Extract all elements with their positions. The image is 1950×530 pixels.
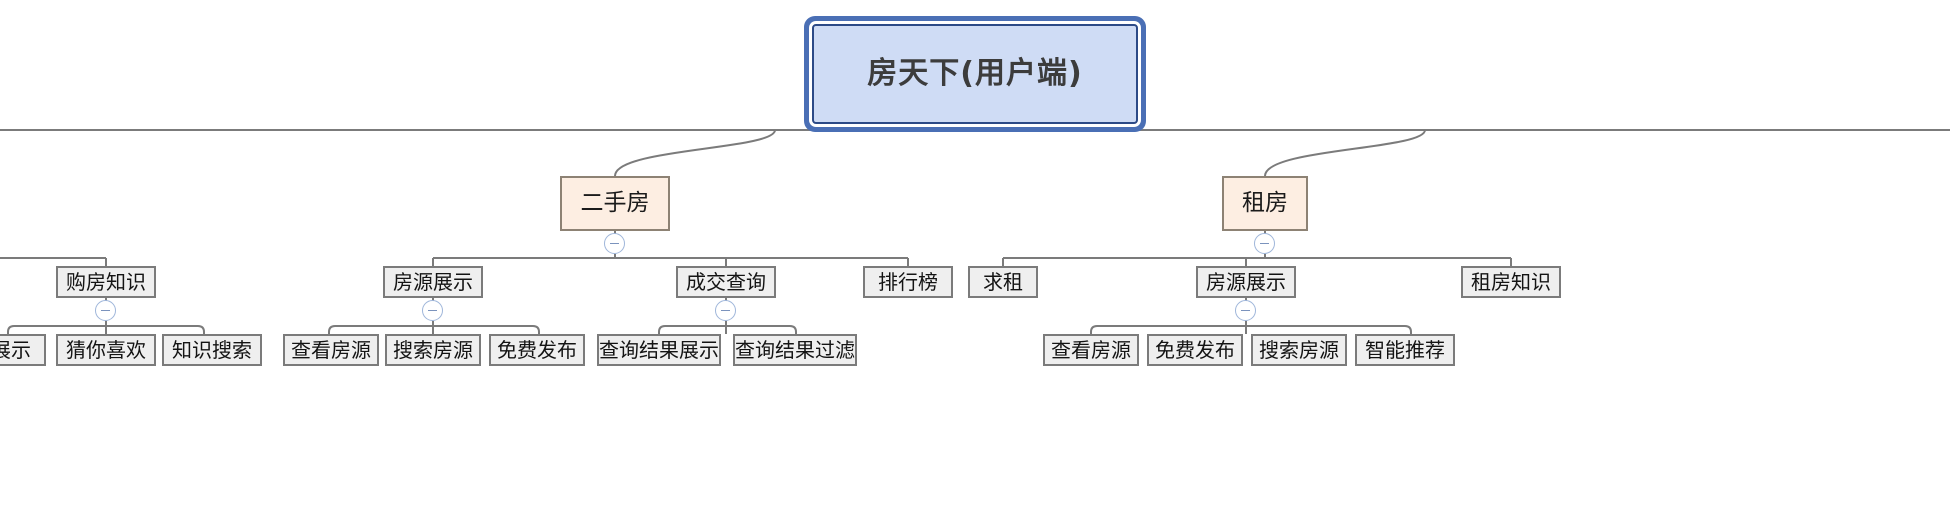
node-sousuofangyuan-zu[interactable]: 搜索房源 [1251,334,1347,366]
node-chengjiaochaxun[interactable]: 成交查询 [676,266,776,298]
node-chakanfangyuan-zu[interactable]: 查看房源 [1043,334,1139,366]
node-chaxunjieguozhanshi[interactable]: 查询结果展示 [597,334,721,366]
node-chakanfangyuan-ershou[interactable]: 查看房源 [283,334,379,366]
node-mianfeifabu-ershou[interactable]: 免费发布 [489,334,585,366]
node-fangyuanzhanshi-ershou[interactable]: 房源展示 [383,266,483,298]
node-chaxunjieguoguolv[interactable]: 查询结果过滤 [733,334,857,366]
node-zhinengtuijian[interactable]: 智能推荐 [1355,334,1455,366]
collapse-minus-icon-chengjiaochaxun[interactable] [715,300,736,321]
root-node[interactable]: 房天下(用户端) [812,24,1138,124]
collapse-minus-icon-fangyuanzhanshi-ershou[interactable] [422,300,443,321]
node-qiuzu[interactable]: 求租 [968,266,1038,298]
collapse-minus-icon-zufang[interactable] [1254,233,1275,254]
node-zhishisousuo[interactable]: 知识搜索 [162,334,262,366]
node-paihangbang[interactable]: 排行榜 [863,266,953,298]
category-node-ershoufang[interactable]: 二手房 [560,176,670,231]
node-zhanshi[interactable]: 展示 [0,334,46,366]
node-goufangzhishi[interactable]: 购房知识 [56,266,156,298]
collapse-minus-icon-ershoufang[interactable] [604,233,625,254]
node-mianfeifabu-zu[interactable]: 免费发布 [1147,334,1243,366]
node-sousuofangyuan-ershou[interactable]: 搜索房源 [385,334,481,366]
collapse-minus-icon-goufangzhishi[interactable] [95,300,116,321]
category-node-zufang[interactable]: 租房 [1222,176,1308,231]
node-fangyuanzhanshi-zu[interactable]: 房源展示 [1196,266,1296,298]
node-zufangzhishi[interactable]: 租房知识 [1461,266,1561,298]
collapse-minus-icon-fangyuanzhanshi-zu[interactable] [1235,300,1256,321]
node-cainixihuan[interactable]: 猜你喜欢 [56,334,156,366]
